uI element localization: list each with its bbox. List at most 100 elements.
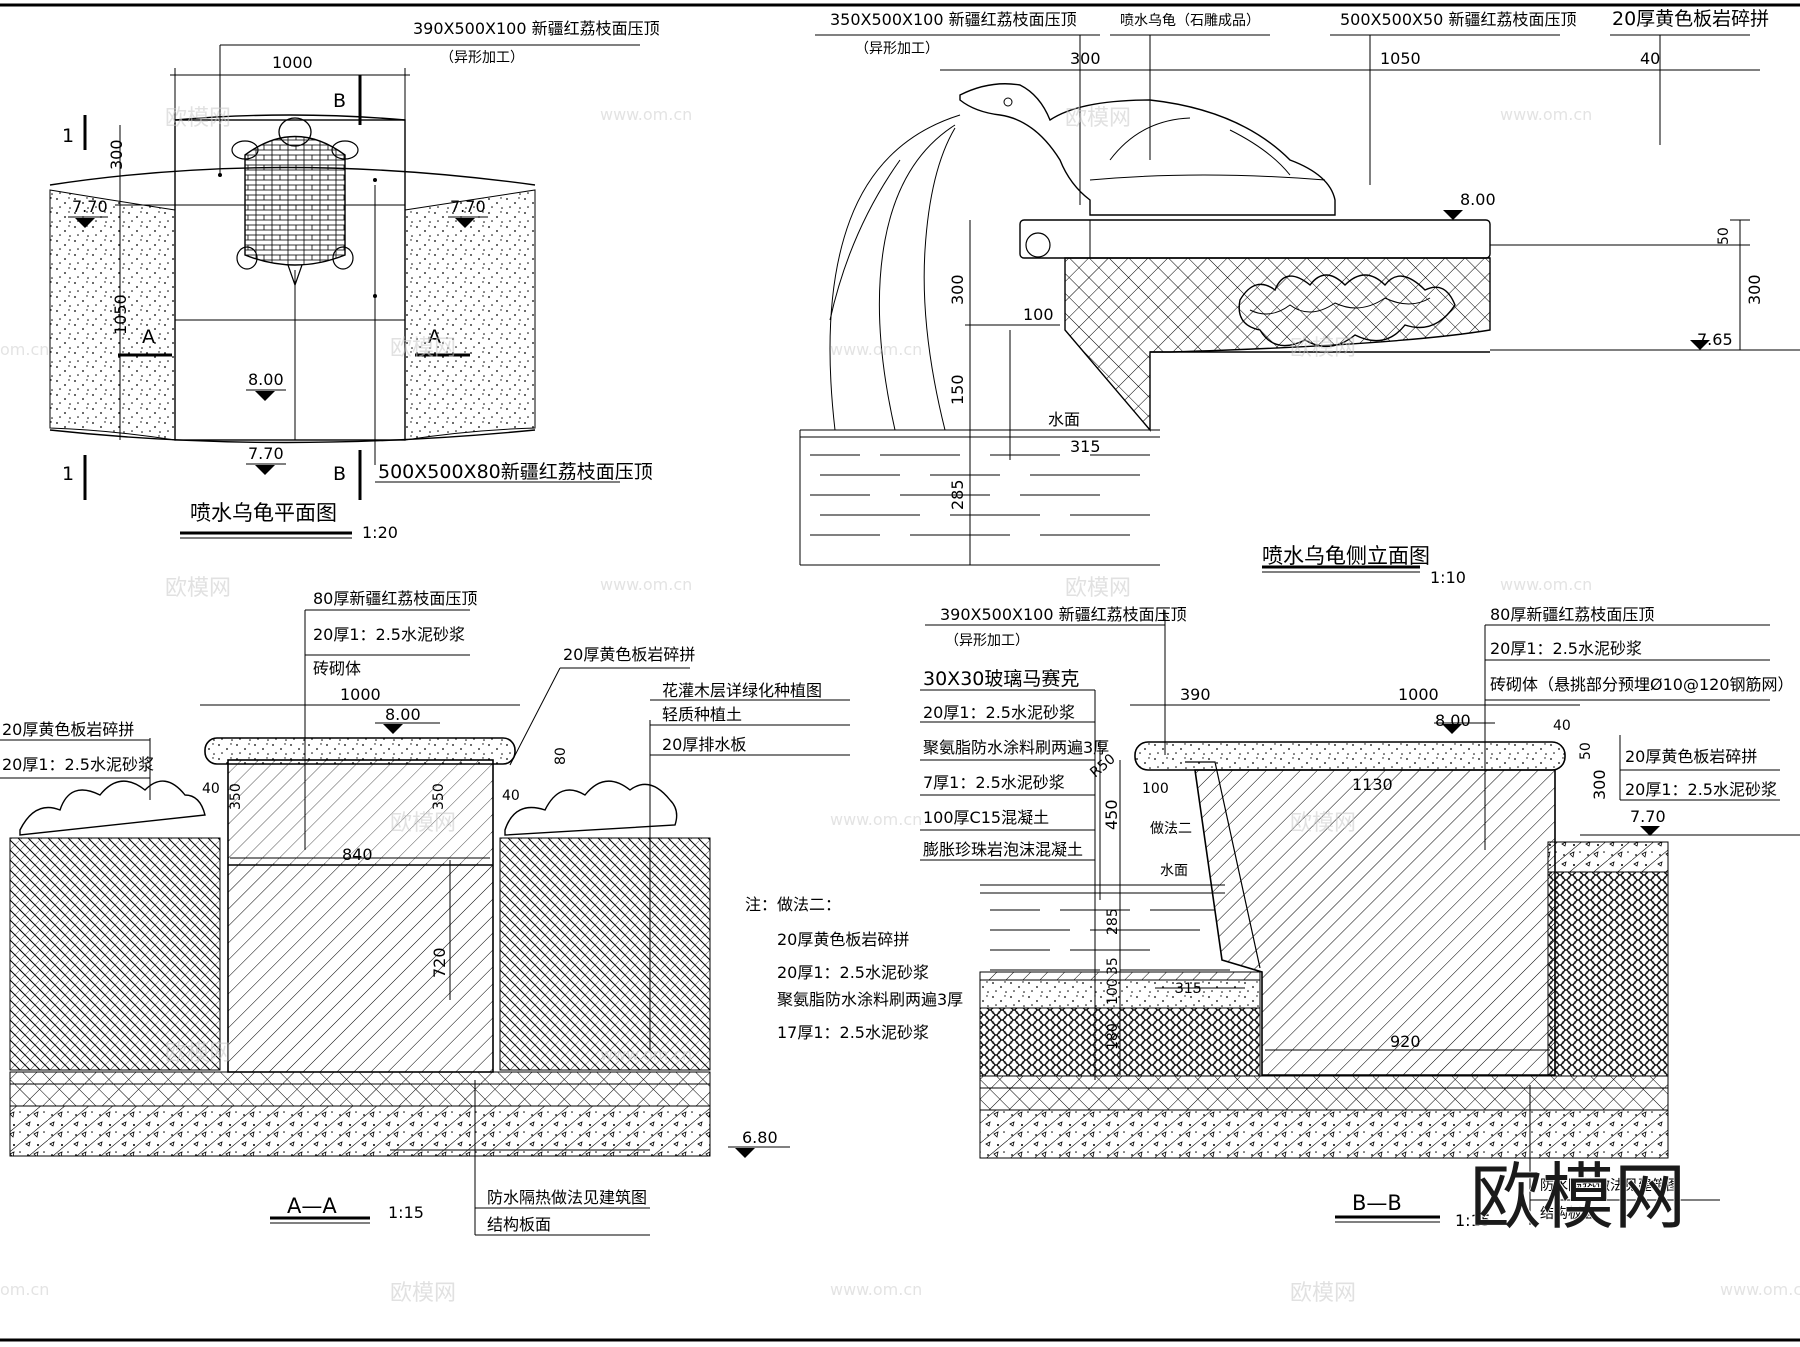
plan-elev-marker-left [75, 218, 95, 228]
side-note-left-1: 350X500X100 新疆红荔枝面压顶 [830, 10, 1077, 29]
bb-bottom-note-2: 结构板面 [1540, 1206, 1596, 1222]
bb-elev-marker-right [1640, 826, 1660, 836]
bb-bottom-note-1: 防水隔热做法见建筑图 [1540, 1178, 1680, 1194]
aa-dim-840: 840 [342, 845, 373, 864]
side-dim-100: 100 [1023, 305, 1054, 324]
plan-dim-1050: 1050 [111, 294, 130, 335]
watermark-url: www.om.cn [600, 575, 692, 594]
watermark-logo: 欧模网 [1290, 1281, 1356, 1306]
watermark-logo: 欧模网 [390, 336, 456, 361]
bb-water [980, 884, 1230, 971]
watermark-logo: 欧模网 [1290, 336, 1356, 361]
side-dim-50: 50 [1716, 227, 1732, 245]
bb-top-note-1: 390X500X100 新疆红荔枝面压顶 [940, 605, 1187, 624]
plan-elev-marker-right [455, 218, 475, 228]
watermark-url: www.om.cn [830, 1280, 922, 1299]
bb-right-top-2: 20厚1：2.5水泥砂浆 [1490, 639, 1642, 658]
aa-left-layer-2: 20厚1：2.5水泥砂浆 [2, 755, 154, 774]
plan-title: 喷水乌龟平面图 [190, 501, 337, 525]
bb-base-slab [979, 1109, 1669, 1159]
watermark-url: www.om.cn [600, 1045, 692, 1064]
watermark-logo: 欧模网 [390, 1281, 456, 1306]
side-turtle-icon [959, 83, 1336, 216]
bb-left-layer-3: 聚氨脂防水涂料刷两遍3厚 [923, 738, 1109, 757]
bb-dim-50: 50 [1578, 742, 1594, 760]
watermark-url: www.om.cn [1500, 575, 1592, 594]
side-dim-300: 300 [1070, 49, 1101, 68]
aa-layer-3: 砖砌体 [313, 659, 361, 678]
bb-dim-300: 300 [1590, 769, 1609, 800]
side-elevation: 350X500X100 新疆红荔枝面压顶 （异形加工） 喷水乌龟（石雕成品） 5… [799, 8, 1800, 587]
side-water-label: 水面 [1048, 410, 1080, 429]
bb-elev-top: 8.00 [1435, 711, 1471, 730]
aa-title: A—A [287, 1194, 337, 1218]
plan-dim-300: 300 [107, 139, 126, 170]
bb-dim-35: 35 [1105, 957, 1121, 975]
bb-dim-180: 180 [1105, 1023, 1121, 1050]
aa-soil-left [9, 837, 221, 1071]
bb-right-top-1: 80厚新疆红荔枝面压顶 [1490, 605, 1654, 624]
aa-layer-1: 80厚新疆红荔枝面压顶 [313, 589, 477, 608]
side-water-jet [829, 114, 961, 431]
aa-left-layer-1: 20厚黄色板岩碎拼 [2, 720, 134, 739]
watermark-logo: 欧模网 [1290, 811, 1356, 836]
watermark-url: www.om.cn [1720, 1280, 1800, 1299]
aa-elev: 8.00 [385, 705, 421, 724]
aa-coping [204, 737, 516, 765]
plan-ground-right [404, 189, 536, 441]
section-bb: 390X500X100 新疆红荔枝面压顶 （异形加工） 30X30玻璃马赛克 2… [920, 605, 1800, 1230]
aa-base-slab [9, 1105, 711, 1157]
bb-dim-450: 450 [1102, 799, 1121, 830]
side-note-cap: 500X500X50 新疆红荔枝面压顶 [1340, 10, 1576, 29]
bb-dim-390: 390 [1180, 685, 1211, 704]
plan-mark-1-top: 1 [62, 125, 74, 147]
side-note-left-2: （异形加工） [855, 41, 939, 57]
side-elev-top: 8.00 [1460, 190, 1496, 209]
bb-dim-315: 315 [1175, 981, 1202, 997]
plan-elev-right: 7.70 [450, 197, 486, 216]
watermark-logo: 欧模网 [1065, 576, 1131, 601]
aa-planting-2: 轻质种植土 [662, 705, 742, 724]
watermark-logo: 欧模网 [165, 1041, 231, 1066]
bb-method: 做法二 [1150, 821, 1192, 837]
bb-right-perlite [1547, 871, 1669, 1077]
aa-note-3: 聚氨脂防水涂料刷两遍3厚 [777, 990, 963, 1009]
watermarks: 欧模网 www.om.cn 欧模网 www.om.cn 欧模网 www.om.c… [0, 105, 1800, 1306]
side-elev-marker-right [1690, 340, 1710, 350]
plan-dim-1000: 1000 [272, 53, 313, 72]
side-scroll-icon [1025, 232, 1051, 258]
bb-left-layer-2: 20厚1：2.5水泥砂浆 [923, 703, 1075, 722]
plan-scale: 1:20 [362, 523, 398, 542]
aa-shrub-right [504, 780, 678, 836]
aa-shrub-left [19, 780, 206, 836]
bb-right-layer-1: 20厚黄色板岩碎拼 [1625, 747, 1757, 766]
watermark-url: www.om.cn [1500, 105, 1592, 124]
plan-view: 390X500X100 新疆红荔枝面压顶 （异形加工） 1000 300 105… [49, 19, 660, 542]
side-note-turtle: 喷水乌龟（石雕成品） [1120, 13, 1260, 29]
plan-elev-marker-bottom [255, 465, 275, 475]
brand-logo-large: 欧模网 [1470, 1155, 1686, 1239]
plan-mark-a-right: A [428, 326, 441, 348]
bb-scale: 1:15 [1455, 1211, 1491, 1230]
bb-dim-100: 100 [1142, 781, 1169, 797]
side-scale: 1:10 [1430, 568, 1466, 587]
bb-water-label: 水面 [1160, 863, 1188, 879]
bb-left-layer-1: 30X30玻璃马赛克 [923, 668, 1079, 690]
plan-mark-b-bottom: B [333, 463, 346, 485]
bb-title: B—B [1352, 1191, 1402, 1215]
plan-curb-bottom [49, 429, 536, 444]
aa-dim-350-right: 350 [431, 783, 447, 810]
plan-turtle-icon [231, 117, 359, 287]
aa-layer-2: 20厚1：2.5水泥砂浆 [313, 625, 465, 644]
aa-wall [227, 759, 494, 1073]
section-aa: 80厚新疆红荔枝面压顶 20厚1：2.5水泥砂浆 砖砌体 20厚黄色板岩碎拼 2… [0, 589, 963, 1236]
plan-elev-mid: 8.00 [248, 370, 284, 389]
aa-elev-bottom: 6.80 [742, 1128, 778, 1147]
bb-base-1 [979, 1075, 1669, 1089]
bb-left-layer-4: 7厚1：2.5水泥砂浆 [923, 773, 1065, 792]
watermark-logo: 欧模网 [165, 106, 231, 131]
side-dim-150: 150 [948, 374, 967, 405]
plan-bottom-note: 500X500X80新疆红荔枝面压顶 [378, 461, 653, 483]
aa-bottom-note-1: 防水隔热做法见建筑图 [487, 1188, 647, 1207]
aa-dim-350-left: 350 [228, 783, 244, 810]
